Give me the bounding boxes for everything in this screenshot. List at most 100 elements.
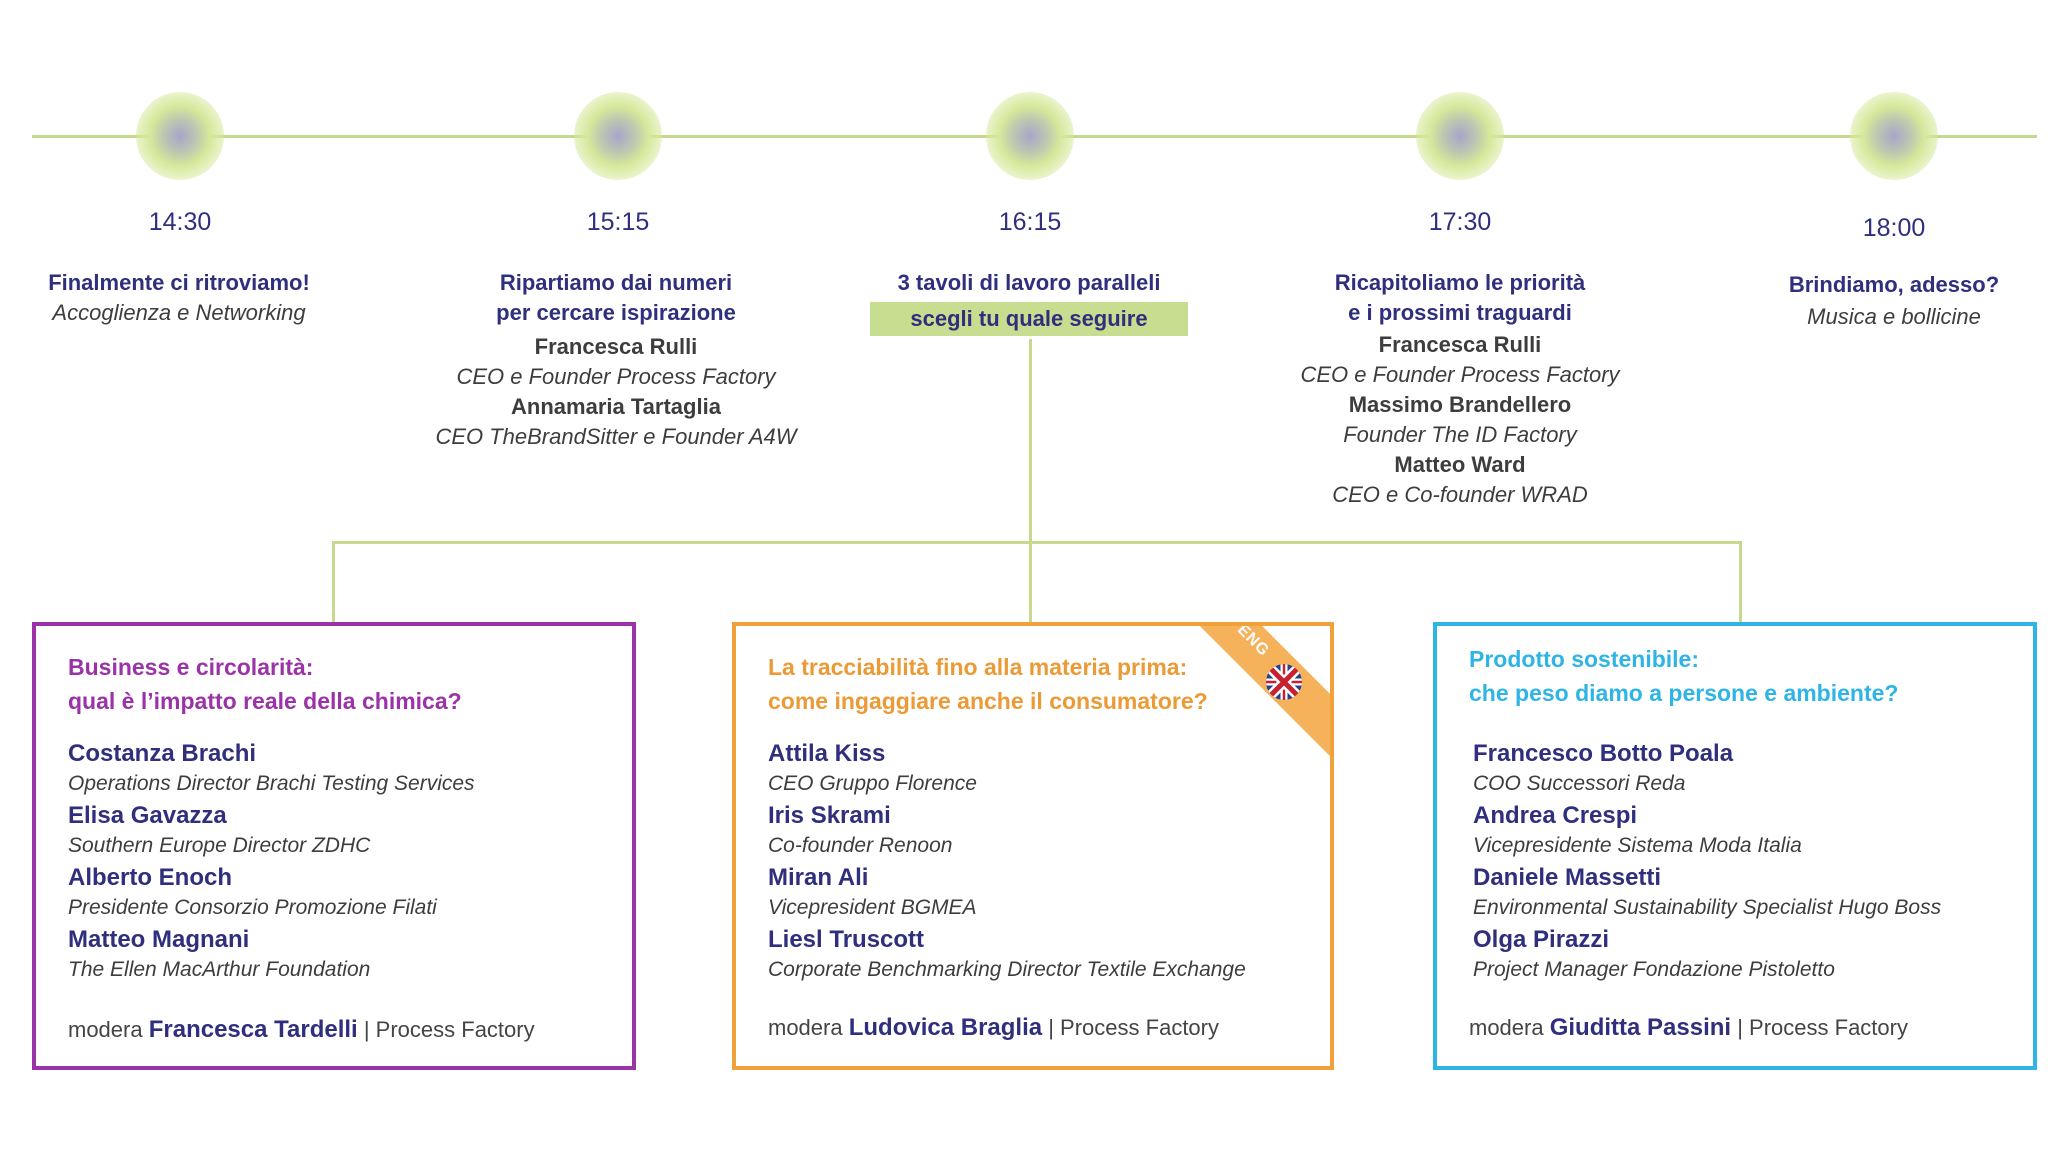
connector-line: [1029, 339, 1032, 622]
speaker-name: Miran Ali: [768, 864, 869, 891]
table-box-sustainable-product: Prodotto sostenibile: che peso diamo a p…: [1433, 622, 2037, 1070]
table-title-line: come ingaggiare anche il consumatore?: [768, 688, 1208, 714]
time-label: 17:30: [1428, 208, 1492, 236]
timeline-dot-icon: [986, 92, 1074, 180]
moderator-line: modera Francesca Tardelli | Process Fact…: [68, 1016, 535, 1044]
moderator-line: modera Giuditta Passini | Process Factor…: [1469, 1014, 1908, 1042]
timeline-step: 3 tavoli di lavoro paralleli scegli tu q…: [794, 268, 1264, 336]
speaker-role: Vicepresidente Sistema Moda Italia: [1473, 834, 1802, 857]
speaker-role: Presidente Consorzio Promozione Filati: [68, 896, 437, 919]
moderator-prefix: modera: [1469, 1015, 1544, 1040]
speaker-role: Vicepresident BGMEA: [768, 896, 977, 919]
step-title: Ripartiamo dai numeri: [499, 270, 733, 295]
table-box-traceability: La tracciabilità fino alla materia prima…: [732, 622, 1334, 1070]
connector-line: [332, 541, 1742, 544]
time-label: 14:30: [148, 208, 212, 236]
table-title: Prodotto sostenibile: che peso diamo a p…: [1469, 642, 1898, 710]
choose-badge: scegli tu quale seguire: [870, 302, 1188, 336]
speaker-name: Attila Kiss: [768, 740, 886, 767]
table-title-line: che peso diamo a persone e ambiente?: [1469, 680, 1899, 706]
speaker-role: Project Manager Fondazione Pistoletto: [1473, 958, 1835, 981]
speaker-role: Operations Director Brachi Testing Servi…: [68, 772, 475, 795]
timeline-dot-icon: [574, 92, 662, 180]
time-label: 16:15: [998, 208, 1062, 236]
speaker-name: Francesca Rulli: [1378, 332, 1542, 357]
timeline-dot-icon: [136, 92, 224, 180]
timeline-dot-icon: [1850, 92, 1938, 180]
table-title-line: La tracciabilità fino alla materia prima…: [768, 654, 1188, 680]
timeline-dot-icon: [1416, 92, 1504, 180]
speaker-role: CEO e Co-founder WRAD: [1332, 482, 1588, 507]
step-subtitle: Musica e bollicine: [1807, 304, 1981, 329]
moderator-prefix: modera: [768, 1015, 843, 1040]
table-title: La tracciabilità fino alla materia prima…: [768, 650, 1208, 718]
step-title: e i prossimi traguardi: [1348, 300, 1572, 325]
speaker-name: Olga Pirazzi: [1473, 926, 1610, 953]
moderator-name: Giuditta Passini: [1549, 1014, 1732, 1041]
step-subtitle: Accoglienza e Networking: [52, 300, 306, 325]
timeline-step: Brindiamo, adesso? Musica e bollicine: [1659, 270, 2064, 332]
timeline-step: Ricapitoliamo le priorità e i prossimi t…: [1225, 268, 1695, 510]
speaker-role: CEO e Founder Process Factory: [1300, 362, 1620, 387]
connector-line: [332, 541, 335, 622]
speaker-role: Corporate Benchmarking Director Textile …: [768, 958, 1246, 981]
speaker-role: Environmental Sustainability Specialist …: [1473, 896, 1942, 919]
speaker-name: Annamaria Tartaglia: [511, 394, 721, 419]
time-label: 15:15: [586, 208, 650, 236]
table-box-chemistry: Business e circolarità: qual è l’impatto…: [32, 622, 636, 1070]
table-title-line: qual è l’impatto reale della chimica?: [68, 688, 462, 714]
speaker-name: Iris Skrami: [768, 802, 891, 829]
table-title-line: Prodotto sostenibile:: [1469, 646, 1699, 672]
speaker-name: Andrea Crespi: [1473, 802, 1638, 829]
speaker-role: Southern Europe Director ZDHC: [68, 834, 371, 857]
speaker-role: Co-founder Renoon: [768, 834, 953, 857]
speaker-name: Francesca Rulli: [534, 334, 698, 359]
moderator-org: | Process Factory: [1737, 1015, 1908, 1040]
speaker-name: Liesl Truscott: [768, 926, 925, 953]
eng-ribbon: ENG: [1194, 626, 1330, 762]
speaker-role: CEO Gruppo Florence: [768, 772, 977, 795]
table-title: Business e circolarità: qual è l’impatto…: [68, 650, 462, 718]
speaker-name: Matteo Magnani: [68, 926, 250, 953]
step-title: Brindiamo, adesso?: [1788, 272, 2000, 297]
moderator-org: | Process Factory: [363, 1017, 535, 1042]
speaker-name: Alberto Enoch: [68, 864, 233, 891]
moderator-org: | Process Factory: [1048, 1015, 1219, 1040]
step-title: 3 tavoli di lavoro paralleli: [897, 270, 1161, 295]
speaker-name: Elisa Gavazza: [68, 802, 227, 829]
moderator-prefix: modera: [68, 1017, 143, 1042]
time-label: 18:00: [1862, 214, 1926, 242]
speaker-role: The Ellen MacArthur Foundation: [68, 958, 371, 981]
connector-line: [1739, 541, 1742, 622]
step-title: Ricapitoliamo le priorità: [1334, 270, 1586, 295]
step-title: Finalmente ci ritroviamo!: [48, 270, 310, 295]
speaker-name: Daniele Massetti: [1473, 864, 1662, 891]
speaker-name: Matteo Ward: [1394, 452, 1526, 477]
timeline-step: Finalmente ci ritroviamo! Accoglienza e …: [0, 268, 414, 328]
table-title-line: Business e circolarità:: [68, 654, 314, 680]
speaker-role: COO Successori Reda: [1473, 772, 1686, 795]
moderator-line: modera Ludovica Braglia | Process Factor…: [768, 1014, 1219, 1042]
moderator-name: Ludovica Braglia: [848, 1014, 1043, 1041]
speaker-name: Costanza Brachi: [68, 740, 257, 767]
timeline-step: Ripartiamo dai numeri per cercare ispira…: [381, 268, 851, 452]
speaker-role: Founder The ID Factory: [1343, 422, 1577, 447]
speaker-name: Massimo Brandellero: [1348, 392, 1572, 417]
speaker-role: CEO TheBrandSitter e Founder A4W: [435, 424, 797, 449]
speaker-name: Francesco Botto Poala: [1473, 740, 1734, 767]
